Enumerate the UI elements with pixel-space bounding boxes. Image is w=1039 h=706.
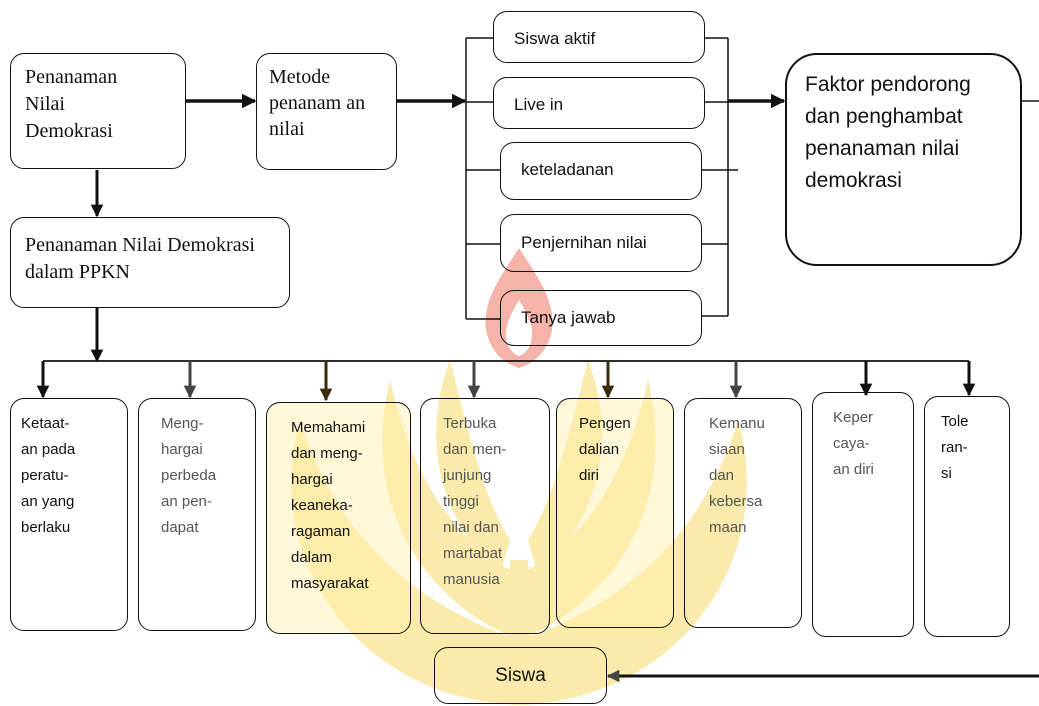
value-box-kemanusiaan: Kemanu siaan dan kebersa maan — [684, 398, 802, 628]
siswa-box: Siswa — [434, 647, 607, 704]
penanaman-nilai-box: Penanaman Nilai Demokrasi — [10, 53, 186, 169]
value-box-keanekaragaman: Memahami dan meng- hargai keaneka- ragam… — [266, 402, 411, 634]
method-live-in: Live in — [493, 77, 705, 129]
method-siswa-aktif: Siswa aktif — [493, 11, 705, 63]
value-box-menghargai-perbedaan: Meng- hargai perbeda an pen- dapat — [138, 398, 256, 631]
value-box-pengendalian-diri: Pengen dalian diri — [556, 398, 674, 628]
method-tanya-jawab: Tanya jawab — [500, 290, 702, 346]
value-box-toleransi: Tole ran- si — [924, 396, 1010, 637]
value-box-martabat-manusia: Terbuka dan men- junjung tinggi nilai da… — [420, 398, 550, 634]
method-keteladanan: keteladanan — [500, 142, 702, 200]
value-box-ketaatan: Ketaat- an pada peratu- an yang berlaku — [10, 398, 128, 631]
ppkn-box: Penanaman Nilai Demokrasi dalam PPKN — [10, 217, 290, 308]
factors-box: Faktor pendorong dan penghambat penanama… — [785, 53, 1022, 266]
metode-box: Metode penanam an nilai — [256, 53, 397, 170]
value-box-kepercayaan-diri: Keper caya- an diri — [812, 392, 914, 637]
method-penjernihan-nilai: Penjernihan nilai — [500, 214, 702, 272]
